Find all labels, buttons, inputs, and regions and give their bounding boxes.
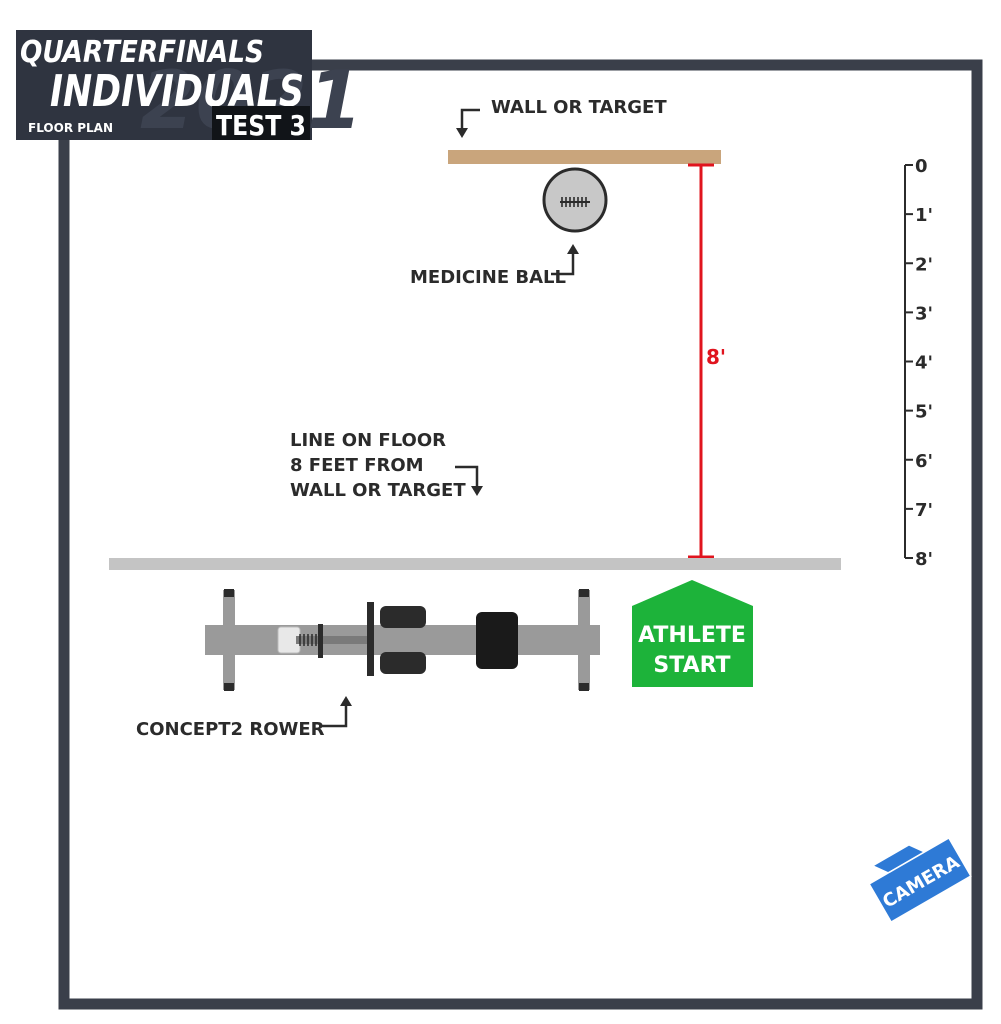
rower-label: CONCEPT2 ROWER (136, 719, 325, 740)
medicine-ball-icon (542, 167, 608, 233)
ruler-tick-label: 5' (915, 402, 933, 423)
distance-measure (688, 163, 714, 559)
bent-arrow-icon (551, 244, 579, 276)
scale-ruler: 0 1' 2' 3' 4' 5' 6' 7' 8' (904, 156, 933, 570)
camera-icon: CAMERA (868, 836, 972, 924)
wall-label: WALL OR TARGET (491, 97, 667, 118)
header-title-line1: QUARTERFINALS (20, 35, 264, 70)
ruler-tick-label: 2' (915, 254, 933, 275)
medicine-ball-label: MEDICINE BALL (410, 267, 566, 288)
bent-arrow-icon (322, 696, 352, 728)
ruler-tick-label: 0 (915, 156, 928, 177)
athlete-start-label-2: START (653, 653, 730, 678)
floor-line-label-2: 8 FEET FROM (290, 455, 424, 476)
athlete-start-label-1: ATHLETE (638, 623, 746, 648)
room-frame (58, 59, 983, 1010)
test-badge-bg (212, 106, 310, 140)
floor-line-label: LINE ON FLOOR 8 FEET FROM WALL OR TARGET (290, 430, 466, 501)
bent-arrow-icon (456, 108, 480, 138)
ruler-tick-label: 4' (915, 353, 933, 374)
ruler-tick-label: 3' (915, 303, 933, 324)
ruler-tick-label: 8' (915, 549, 933, 570)
distance-label: 8' (706, 345, 726, 369)
floor-line (109, 558, 841, 570)
ruler-tick-label: 7' (915, 500, 933, 521)
rower-icon (205, 589, 600, 691)
wall-target (448, 150, 721, 164)
header: 2021 QUARTERFINALS INDIVIDUALS TEST 3 FL… (16, 30, 363, 147)
floor-line-label-1: LINE ON FLOOR (290, 430, 446, 451)
ruler-tick-label: 1' (915, 205, 933, 226)
athlete-start-marker: ATHLETE START (632, 580, 753, 687)
ruler-tick-label: 6' (915, 451, 933, 472)
bent-arrow-icon (455, 465, 483, 496)
floor-line-label-3: WALL OR TARGET (290, 480, 466, 501)
test-badge: TEST 3 (216, 109, 306, 142)
header-subtitle: FLOOR PLAN (28, 121, 113, 135)
